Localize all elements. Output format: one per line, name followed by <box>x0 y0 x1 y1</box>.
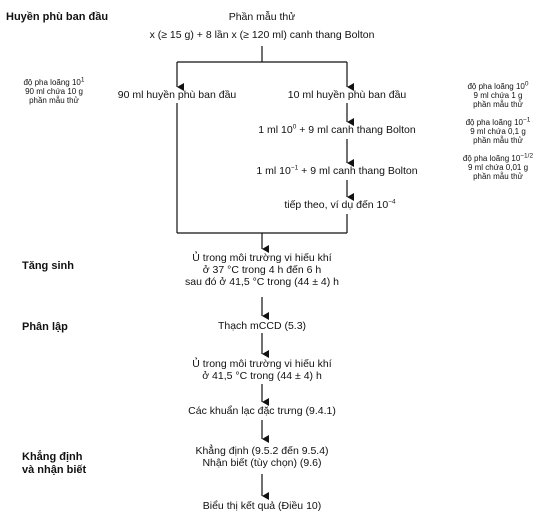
typical-colonies: Các khuẩn lạc đặc trưng (9.4.1) <box>188 405 336 417</box>
isolation-incubation: Ủ trong môi trường vi hiếu khí ở 41,5 °C… <box>192 358 332 383</box>
isolation-medium: Thạch mCCD (5.3) <box>217 320 307 332</box>
right-dilution-note-2: độ pha loãng 10−1 9 ml chứa 0,1 g phần m… <box>465 116 531 145</box>
right-dilution-note-1: độ pha loãng 100 9 ml chứa 1 g phần mẫu … <box>467 80 529 109</box>
confirmation-label-line-2: và nhận biết <box>22 463 87 476</box>
section-label-isolation: Phân lập <box>22 321 68 333</box>
section-label-enrichment: Tăng sinh <box>22 260 74 272</box>
dilution-step-2: 1 ml 10−1 + 9 ml canh thang Bolton <box>256 164 418 177</box>
confirmation-steps: Khẳng định (9.5.2 đến 9.5.4) Nhận biết (… <box>195 445 329 470</box>
section-label-confirmation: Khẳng định và nhận biết <box>22 451 86 476</box>
confirmation-label-line-1: Khẳng định <box>22 451 83 463</box>
dilution-step-further: tiếp theo, ví dụ đến 10−4 <box>284 198 396 211</box>
left-dilution-note: độ pha loãng 101 90 ml chứa 10 g phần mẫ… <box>23 76 85 105</box>
right-dilution-note-3: độ pha loãng 10−1/2 9 ml chứa 0,01 g phầ… <box>462 152 534 181</box>
dilution-step-1: 1 ml 100 + 9 ml canh thang Bolton <box>258 123 416 136</box>
test-portion-formula: x (≥ 15 g) + 8 lần x (≥ 120 ml) canh tha… <box>149 29 375 41</box>
branch-right-10ml: 10 ml huyền phù ban đầu <box>287 89 407 101</box>
enrichment-conditions: Ủ trong môi trường vi hiếu khí ở 37 °C t… <box>184 252 340 289</box>
branch-left-90ml: 90 ml huyền phù ban đầu <box>117 89 237 101</box>
expression-of-results: Biểu thị kết quả (Điều 10) <box>202 500 322 512</box>
section-label-initial-suspension: Huyền phù ban đầu <box>6 11 109 23</box>
test-portion-title: Phần mẫu thử <box>228 11 296 23</box>
